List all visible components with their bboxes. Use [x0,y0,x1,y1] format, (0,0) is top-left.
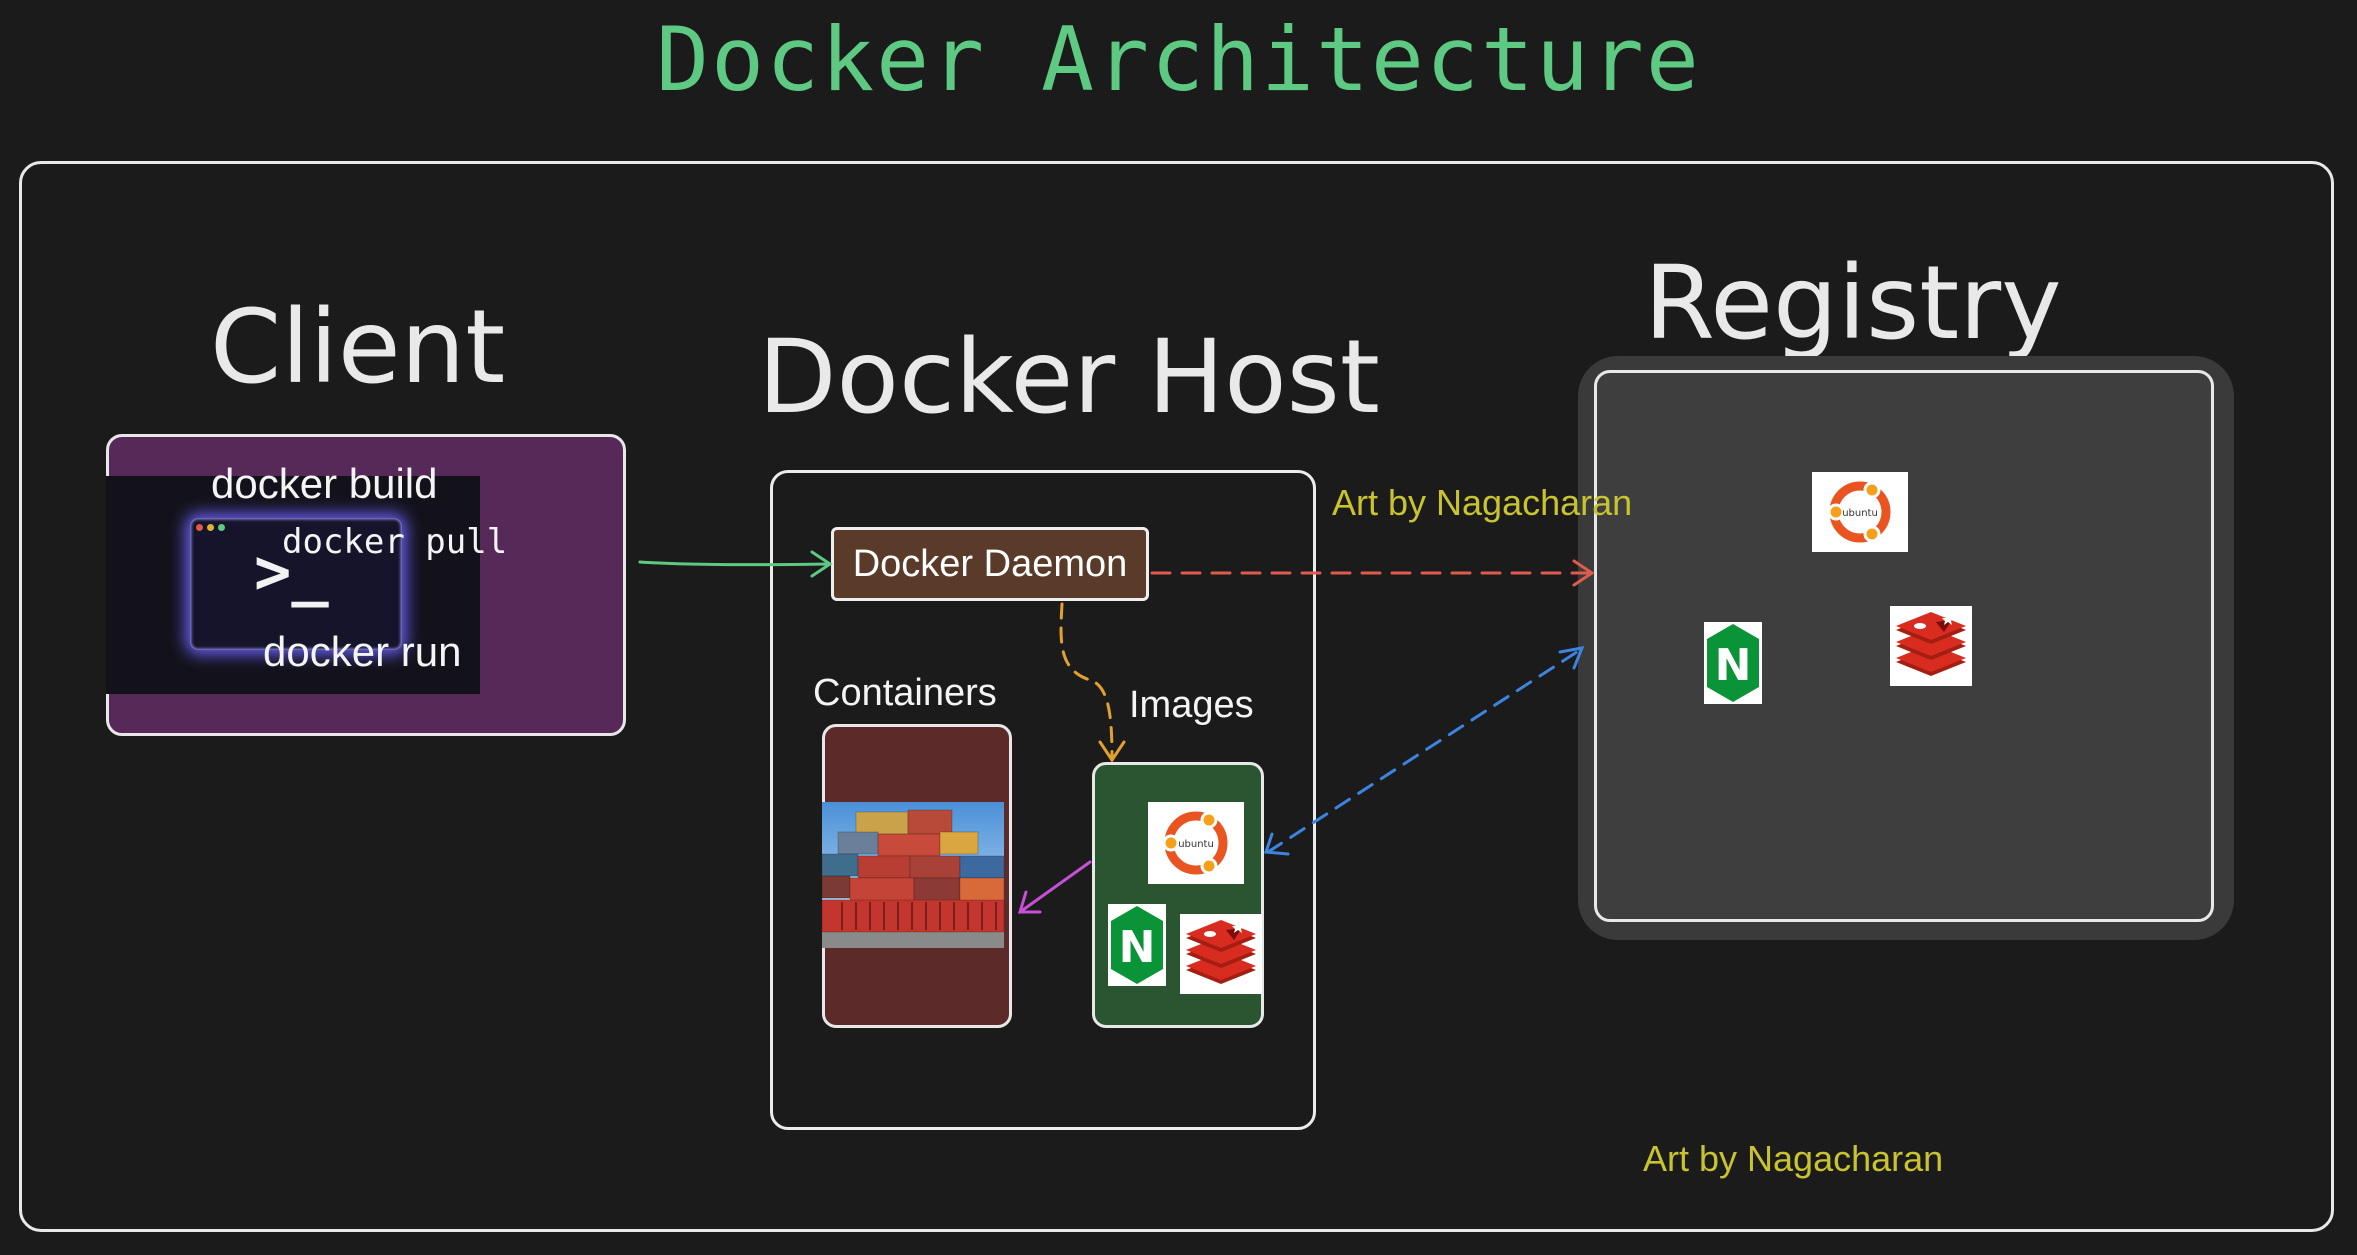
terminal-prompt: >_ [254,535,329,608]
svg-text:ubuntu: ubuntu [1178,839,1214,850]
images-to-containers-arrow [1018,860,1092,914]
redis-logo-icon [1180,914,1262,994]
images-to-containers-arrowhead [1017,890,1042,914]
command-docker-build: docker build [211,460,438,507]
svg-text:N: N [1715,640,1752,691]
daemon-to-registry-arrowhead [1572,559,1595,587]
credit-bottom: Art by Nagacharan [1643,1138,1944,1179]
docker-host-title: Docker Host [758,318,1380,437]
registry-redis-logo-icon [1890,606,1972,686]
containers-label: Containers [813,672,997,714]
terminal-close-dot [196,524,203,531]
registry-images-arrowhead-images [1263,832,1290,856]
registry-title: Registry [1644,244,2062,363]
images-label: Images [1129,684,1254,726]
registry-images-arrowhead-registry [1558,646,1585,670]
registry-ubuntu-logo-icon: ubuntu [1812,472,1908,552]
client-title: Client [210,288,506,407]
command-docker-run: docker run [263,628,462,675]
ubuntu-logo-icon: ubuntu [1148,802,1244,884]
daemon-to-images-arrowhead [1098,740,1126,763]
docker-host-box [770,470,1316,1130]
client-to-daemon-arrowhead [810,550,833,578]
terminal-maximize-dot [218,524,225,531]
registry-nginx-logo-icon: N [1704,622,1762,704]
nginx-logo-icon: N [1108,904,1166,986]
registry-images-arrow [1266,648,1582,854]
daemon-to-images-arrow [1059,602,1114,762]
command-docker-pull: docker pull [282,522,508,562]
svg-text:ubuntu: ubuntu [1842,508,1878,519]
docker-daemon-box: Docker Daemon [831,527,1149,601]
diagram-title: Docker Architecture [656,8,1701,111]
credit-top: Art by Nagacharan [1332,482,1633,523]
terminal-icon [190,518,402,650]
svg-text:N: N [1119,922,1156,973]
client-to-daemon-arrow [638,560,832,567]
outer-frame [19,161,2334,1232]
shipping-containers-image [822,802,1004,948]
terminal-minimize-dot [207,524,214,531]
